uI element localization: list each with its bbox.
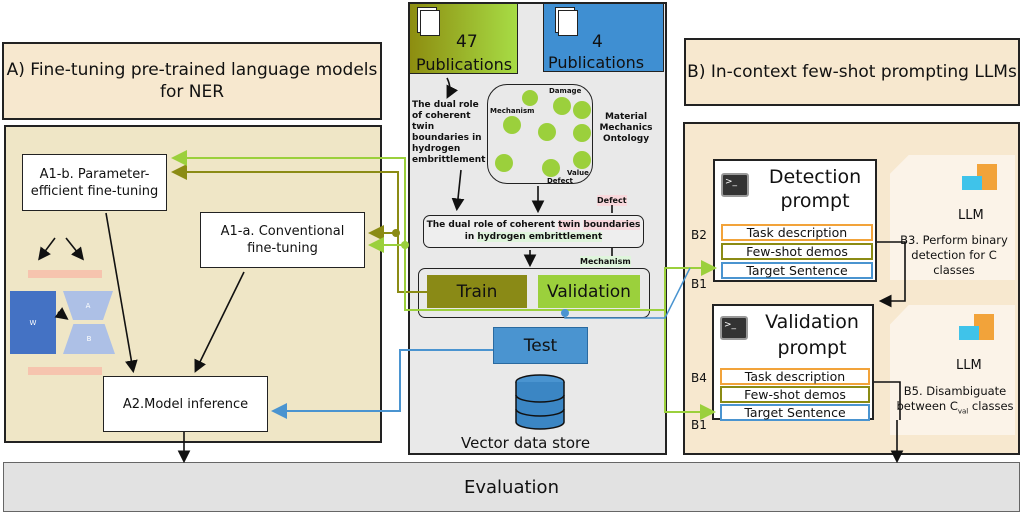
a2-box: A2.Model inference xyxy=(103,376,268,432)
train-split: Train xyxy=(427,275,527,308)
validation-title: Validation prompt xyxy=(765,311,859,359)
target-sentence: Target Sentence xyxy=(721,262,873,279)
document-icon xyxy=(420,10,440,36)
llm-icon xyxy=(960,160,1000,200)
llm-panel-2 xyxy=(890,305,1015,435)
section-a-title-text: A) Fine-tuning pre-trained language mode… xyxy=(6,60,378,102)
llm-label: LLM xyxy=(956,358,982,373)
lora-a-matrix: A xyxy=(63,291,113,320)
node-value: Value xyxy=(567,169,589,177)
terminal-icon: >_ xyxy=(721,173,749,197)
section-b-title-text: B) In-context few-shot prompting LLMs xyxy=(687,62,1017,82)
b5-text: B5. Disambiguate between xyxy=(896,384,1007,413)
lora-w-label: W xyxy=(29,318,37,327)
node-damage: Damage xyxy=(549,87,582,95)
a1b-label: A1-b. Parameter-efficient fine-tuning xyxy=(30,166,159,199)
few-shot-demos: Few-shot demos xyxy=(720,386,870,403)
test-pub-label: Publications xyxy=(548,53,645,72)
ontology-graph xyxy=(487,84,593,184)
lora-bar-bottom xyxy=(28,367,102,375)
terminal-icon: >_ xyxy=(720,316,748,340)
evaluation-bar: Evaluation xyxy=(3,462,1020,512)
ontology-label: Material Mechanics Ontology xyxy=(599,112,653,144)
sentence-text: in xyxy=(464,232,478,242)
validation-split: Validation xyxy=(538,275,640,308)
test-arrow xyxy=(271,349,493,419)
node-mechanism: Mechanism xyxy=(490,107,535,115)
a2-label: A2.Model inference xyxy=(122,396,249,412)
test-split: Test xyxy=(493,327,588,364)
b5-c: C xyxy=(949,399,958,413)
llm-label: LLM xyxy=(958,208,984,223)
vector-store-label: Vector data store xyxy=(461,434,591,452)
b5-text: classes xyxy=(968,399,1014,413)
b5-description: B5. Disambiguate between Cval classes xyxy=(892,384,1018,419)
few-shot-demos: Few-shot demos xyxy=(721,243,873,260)
target-sentence: Target Sentence xyxy=(720,404,870,421)
llm-icon xyxy=(957,310,997,350)
lora-w-matrix: W xyxy=(10,291,56,354)
test-label: Test xyxy=(523,335,558,356)
train-arrows xyxy=(171,164,427,293)
test-publications: 4 Publications xyxy=(543,3,664,72)
lora-bar-top xyxy=(28,270,102,278)
a1a-box: A1-a. Conventional fine-tuning xyxy=(200,212,365,268)
train-label: Train xyxy=(456,281,498,302)
b5-sub: val xyxy=(957,407,969,416)
validation-arrows xyxy=(171,150,717,420)
train-pub-count: 47 xyxy=(456,32,478,52)
tag-defect: Defect xyxy=(597,195,627,206)
validation-label: Validation xyxy=(547,281,631,302)
ontology-nodes xyxy=(495,90,591,177)
label-b2: B2 xyxy=(691,228,707,242)
database-icon xyxy=(515,374,565,430)
section-a-title: A) Fine-tuning pre-trained language mode… xyxy=(2,42,382,120)
test-to-b-arrow xyxy=(564,267,691,319)
entity-twin: twin xyxy=(558,220,581,230)
sentence-text: The dual role of coherent xyxy=(426,220,559,230)
document-icon xyxy=(558,10,578,36)
validation-prompt: >_ Validation prompt Task description Fe… xyxy=(712,304,874,421)
task-description: Task description xyxy=(720,368,870,385)
node-defect: Defect xyxy=(547,177,573,185)
a1b-box: A1-b. Parameter-efficient fine-tuning xyxy=(22,154,167,211)
black-arrows xyxy=(38,77,906,464)
train-pub-label: Publications xyxy=(416,55,513,74)
section-b-title: B) In-context few-shot prompting LLMs xyxy=(684,38,1020,106)
label-b1: B1 xyxy=(691,418,707,432)
entity-hydrogen-embrittlement: hydrogen embrittlement xyxy=(477,232,603,242)
test-pub-count: 4 xyxy=(592,32,603,52)
sample-title: The dual role of coherent twin boundarie… xyxy=(412,100,486,165)
evaluation-label: Evaluation xyxy=(464,476,559,498)
annotated-sentence: The dual role of coherent twin boundarie… xyxy=(423,215,644,248)
entity-boundaries: boundaries xyxy=(583,220,641,230)
lora-a-label: A xyxy=(85,301,91,310)
label-b4: B4 xyxy=(691,371,707,385)
tag-mechanism: Mechanism xyxy=(580,256,631,267)
lora-b-label: B xyxy=(86,335,92,343)
label-b1: B1 xyxy=(691,277,707,291)
detection-title: Detection prompt xyxy=(768,166,862,212)
a1a-label: A1-a. Conventional fine-tuning xyxy=(220,224,345,256)
task-description: Task description xyxy=(721,224,873,241)
train-publications: 47 Publications xyxy=(409,3,518,74)
b3-description: B3. Perform binary detection for C class… xyxy=(900,233,1008,277)
detection-prompt: >_ Detection prompt Task description Few… xyxy=(713,159,877,282)
